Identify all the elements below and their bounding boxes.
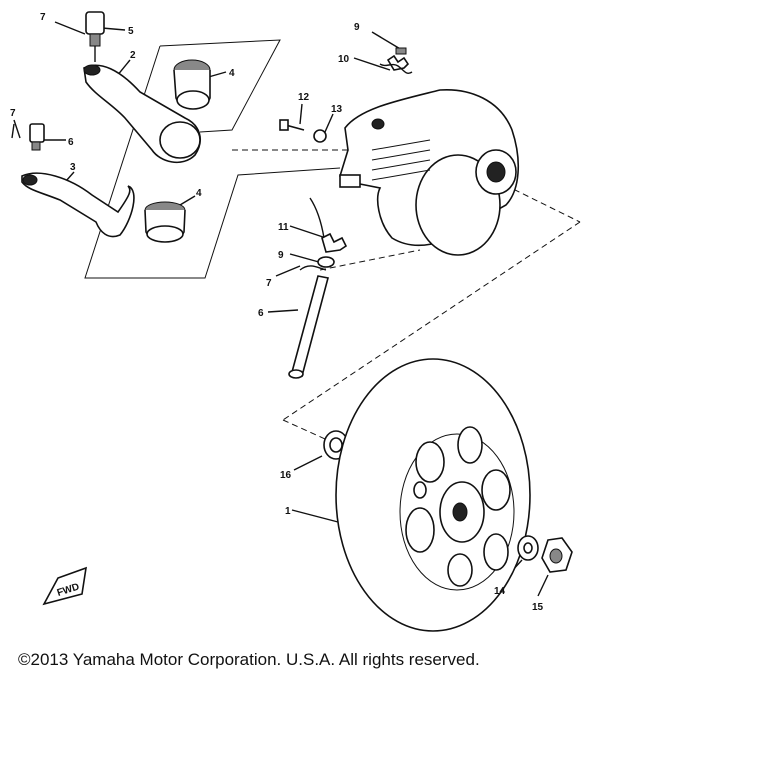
callout-7a: 7: [40, 12, 46, 23]
callout-16: 16: [280, 470, 292, 481]
washer-14: [517, 535, 539, 561]
nut-15: [541, 537, 573, 573]
callout-5: 5: [128, 26, 134, 37]
front-direction-marker: FWD: [42, 566, 87, 606]
callout-9b: 9: [278, 250, 284, 261]
callout-15: 15: [532, 602, 544, 613]
callout-13: 13: [331, 104, 343, 115]
cap-lower: [144, 201, 186, 243]
callout-4b: 4: [196, 188, 202, 199]
callout-2: 2: [130, 50, 136, 61]
lower-brake-arm: [21, 172, 135, 238]
upper-brake-arm: [83, 64, 201, 164]
spring-lower: [309, 197, 348, 253]
callout-11: 11: [278, 222, 289, 233]
callout-labels: 7 5 2 4 7 6 3 4 9 10 12 13 11 9 7 6 16 1…: [10, 12, 544, 613]
upper-arm-group-outline: [84, 39, 350, 279]
callout-6b: 6: [258, 308, 264, 319]
brake-caliper: [339, 89, 520, 256]
long-pin: [288, 275, 329, 379]
copyright-notice: ©2013 Yamaha Motor Corporation. U.S.A. A…: [18, 650, 480, 669]
callout-6a: 6: [68, 137, 74, 148]
callout-14: 14: [494, 586, 506, 597]
bolt-clamp-upper: [85, 11, 105, 62]
brake-disc: [335, 358, 531, 632]
callout-12: 12: [298, 92, 310, 103]
bolt-clamp-lower: [11, 123, 45, 151]
callout-leaders: [13, 21, 549, 597]
callout-3: 3: [70, 162, 76, 173]
caliper-bolt: [279, 119, 327, 143]
callout-9a: 9: [354, 22, 360, 33]
callout-10: 10: [338, 54, 350, 65]
callout-1: 1: [285, 506, 291, 517]
spring-upper: [379, 47, 413, 75]
callout-4a: 4: [229, 68, 235, 79]
assembly-guides: [282, 184, 581, 449]
pin-clip: [299, 256, 335, 271]
callout-7b: 7: [10, 108, 16, 119]
callout-7c: 7: [266, 278, 272, 289]
cap-upper: [173, 59, 211, 110]
